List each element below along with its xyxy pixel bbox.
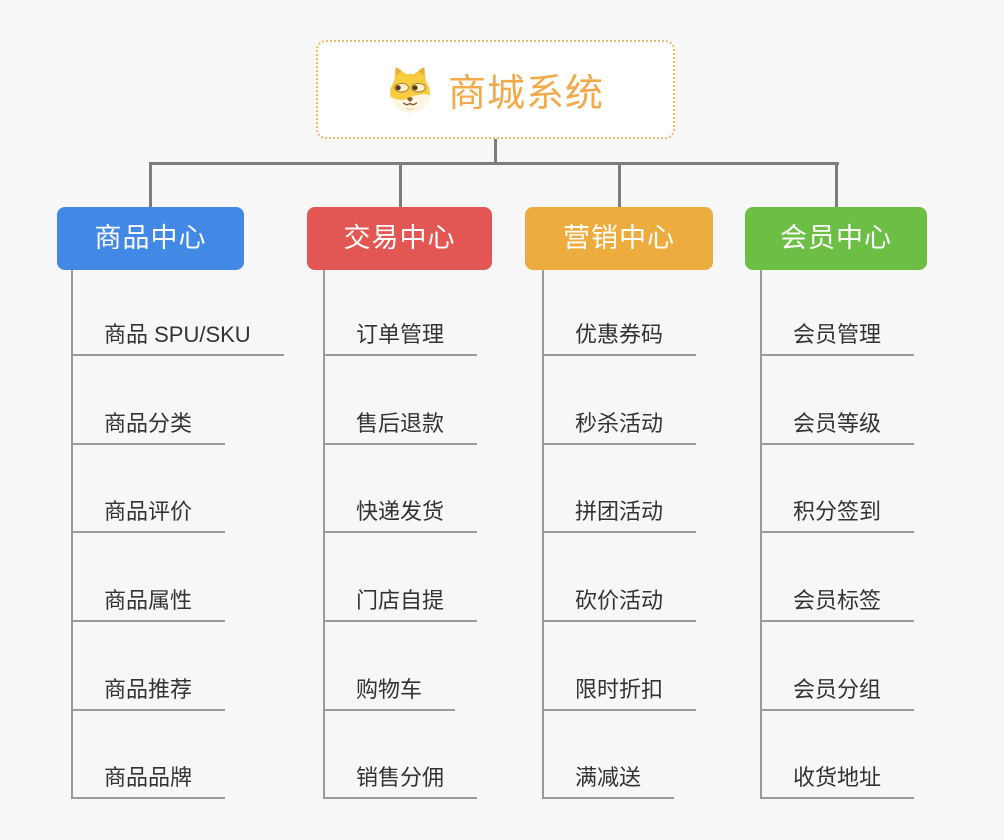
root-node[interactable]: 商城系统 [316, 40, 675, 139]
leaf-node[interactable]: 订单管理 [325, 320, 478, 356]
connector-drop-product [149, 161, 152, 208]
branch-node-trade-center[interactable]: 交易中心 [307, 207, 492, 270]
leaf-node[interactable]: 快递发货 [325, 497, 478, 534]
leaf-node[interactable]: 商品分类 [73, 409, 226, 445]
branch-children-marketing-center: 优惠券码 秒杀活动 拼团活动 砍价活动 限时折扣 满减送 [542, 270, 697, 800]
leaf-node[interactable]: 收货地址 [762, 763, 915, 800]
branch-node-product-center[interactable]: 商品中心 [57, 207, 244, 270]
leaf-node[interactable]: 商品属性 [73, 586, 226, 623]
leaf-node[interactable]: 砍价活动 [544, 586, 697, 623]
connector-horizontal-rail [149, 161, 839, 165]
branch-children-member-center: 会员管理 会员等级 积分签到 会员标签 会员分组 收货地址 [760, 270, 915, 800]
leaf-node[interactable]: 积分签到 [762, 497, 915, 534]
root-label: 商城系统 [447, 73, 604, 115]
leaf-node[interactable]: 商品 SPU/SKU [73, 320, 284, 356]
connector-root-stem [493, 137, 497, 164]
leaf-node[interactable]: 商品评价 [73, 497, 226, 534]
leaf-node[interactable]: 售后退款 [325, 409, 478, 445]
connector-drop-marketing [617, 161, 621, 208]
branch-node-marketing-center[interactable]: 营销中心 [525, 207, 713, 270]
branch-label: 商品中心 [94, 223, 207, 253]
leaf-node[interactable]: 商品推荐 [73, 675, 226, 711]
branch-children-trade-center: 订单管理 售后退款 快递发货 门店自提 购物车 销售分佣 [323, 270, 478, 800]
branch-label: 营销中心 [563, 223, 675, 253]
connector-drop-member [834, 161, 838, 208]
leaf-node[interactable]: 限时折扣 [544, 675, 697, 711]
leaf-node[interactable]: 销售分佣 [325, 763, 478, 800]
leaf-node[interactable]: 秒杀活动 [544, 409, 697, 445]
leaf-node[interactable]: 门店自提 [325, 586, 478, 623]
branch-label: 交易中心 [343, 223, 456, 253]
branch-node-member-center[interactable]: 会员中心 [745, 207, 927, 270]
leaf-node[interactable]: 购物车 [325, 675, 456, 711]
leaf-node[interactable]: 会员管理 [762, 320, 915, 356]
branch-label: 会员中心 [780, 223, 892, 253]
leaf-node[interactable]: 满减送 [544, 763, 675, 800]
leaf-node[interactable]: 商品品牌 [73, 763, 226, 800]
branch-children-product-center: 商品 SPU/SKU 商品分类 商品评价 商品属性 商品推荐 商品品牌 [71, 270, 284, 800]
leaf-node[interactable]: 会员等级 [762, 409, 915, 445]
leaf-node[interactable]: 会员分组 [762, 675, 915, 711]
leaf-node[interactable]: 会员标签 [762, 586, 915, 623]
connector-drop-trade [398, 161, 402, 208]
dog-face-icon [390, 67, 430, 112]
leaf-node[interactable]: 拼团活动 [544, 497, 697, 534]
leaf-node[interactable]: 优惠券码 [544, 320, 697, 356]
